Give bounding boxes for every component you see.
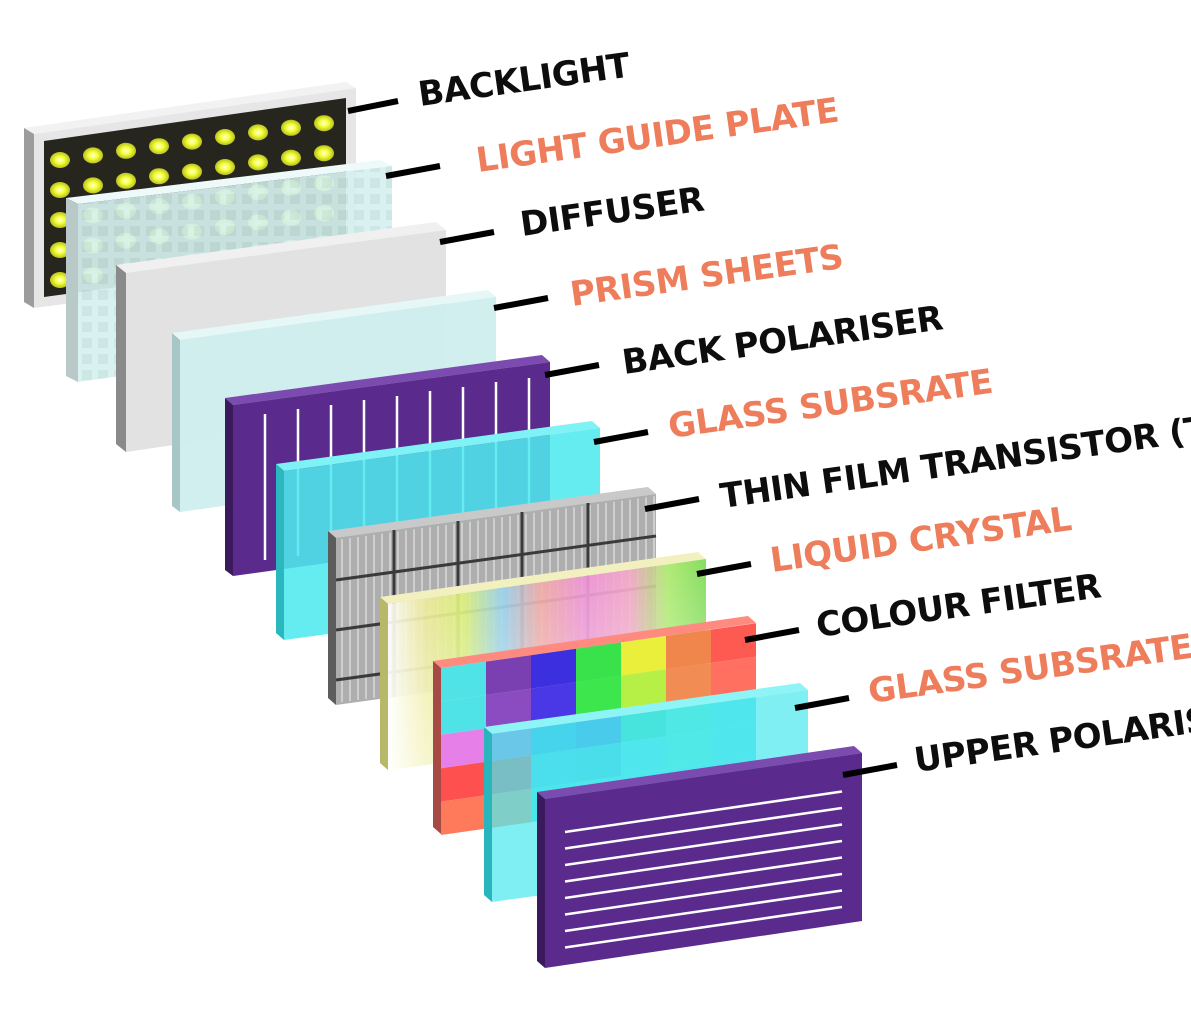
- polariser-line: [564, 839, 843, 883]
- label-back-polariser: BACK POLARISER: [620, 298, 946, 383]
- filter-cell: [621, 636, 666, 676]
- led-light: [182, 163, 202, 180]
- leader-line: [439, 229, 495, 245]
- led-light: [83, 147, 103, 164]
- filter-cell: [666, 663, 711, 703]
- leader-line: [385, 163, 441, 179]
- polariser-line: [564, 790, 843, 834]
- label-colour-filter: COLOUR FILTER: [814, 566, 1104, 646]
- led-light: [50, 182, 70, 198]
- label-diffuser: DIFFUSER: [518, 180, 707, 245]
- led-light: [116, 172, 136, 189]
- filter-cell: [711, 656, 756, 697]
- filter-cell: [621, 669, 666, 710]
- led-light: [116, 142, 136, 159]
- label-liquid-crystal: LIQUID CRYSTAL: [768, 499, 1074, 581]
- led-light: [248, 124, 268, 141]
- led-light: [149, 168, 169, 185]
- polariser-line: [564, 905, 843, 949]
- filter-cell: [531, 648, 576, 689]
- filter-cell: [576, 642, 621, 683]
- polariser-line: [564, 856, 843, 900]
- led-light: [281, 119, 301, 136]
- label-prism-sheets: PRISM SHEETS: [568, 237, 846, 315]
- polariser-line: [564, 889, 843, 933]
- filter-cell: [441, 728, 486, 769]
- led-light: [248, 154, 268, 171]
- leader-lines: [347, 98, 898, 778]
- leader-line: [842, 762, 898, 778]
- leader-line: [794, 695, 850, 711]
- label-glass-substrate-upper: GLASS SUBSRATE: [866, 627, 1191, 712]
- label-glass-substrate-lower: GLASS SUBSRATE: [666, 362, 995, 447]
- led-light: [314, 115, 334, 132]
- filter-cell: [666, 629, 711, 670]
- filter-cell: [486, 655, 531, 695]
- polariser-line: [564, 872, 843, 916]
- led-light: [215, 129, 235, 145]
- polariser-lines: [564, 790, 843, 949]
- filter-cell: [576, 675, 621, 716]
- filter-cell: [441, 761, 486, 802]
- leader-line: [593, 429, 649, 445]
- led-light: [83, 177, 103, 194]
- led-light: [50, 272, 70, 288]
- leader-line: [696, 561, 752, 577]
- label-upper-polariser: UPPER POLARISER: [912, 693, 1191, 781]
- leader-line: [744, 627, 800, 643]
- filter-cell: [441, 795, 486, 835]
- led-light: [281, 149, 301, 166]
- polariser-horizontal: [537, 746, 862, 968]
- polariser-line: [564, 806, 843, 850]
- label-backlight: BACKLIGHT: [416, 45, 634, 114]
- leader-line: [493, 295, 549, 311]
- leader-line: [644, 496, 700, 512]
- leader-line: [347, 98, 399, 114]
- leader-line: [544, 362, 600, 378]
- polariser-line: [564, 823, 843, 867]
- label-light-guide-plate: LIGHT GUIDE PLATE: [474, 90, 841, 180]
- led-light: [50, 212, 70, 228]
- filter-cell: [711, 623, 756, 663]
- filter-cell: [531, 682, 576, 722]
- led-light: [215, 159, 235, 175]
- filter-cell: [441, 695, 486, 735]
- led-light: [314, 145, 334, 162]
- led-light: [50, 152, 70, 168]
- filter-cell: [441, 661, 486, 702]
- filter-cell: [486, 688, 531, 729]
- led-light: [182, 133, 202, 150]
- led-light: [149, 138, 169, 155]
- led-light: [50, 242, 70, 258]
